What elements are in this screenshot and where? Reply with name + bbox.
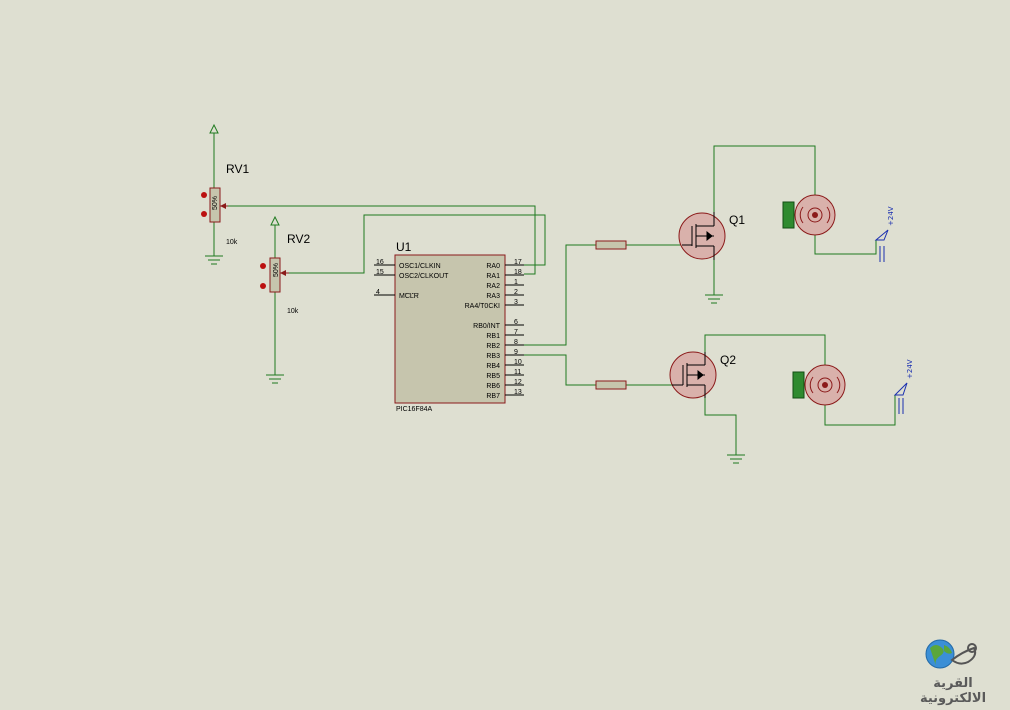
power-24v-1: +24V — [874, 206, 895, 262]
q2-mosfet[interactable]: Q2 — [669, 351, 745, 464]
power-terminal-icon — [270, 215, 280, 226]
u1-pin-name: RB3 — [486, 353, 500, 360]
u1-ref: U1 — [396, 240, 412, 254]
motor-1[interactable] — [782, 194, 836, 236]
u1-pin-name: RA1 — [486, 273, 500, 280]
u1-pin-number: 1 — [514, 279, 518, 286]
power-24v-2: +24V — [893, 359, 914, 414]
u1-pin-name: RA0 — [486, 263, 500, 270]
u1-pin-number: 18 — [514, 269, 522, 276]
u1-pin-name: RA3 — [486, 293, 500, 300]
u1-pin-number: 17 — [514, 259, 522, 266]
motor-2[interactable] — [792, 364, 846, 406]
u1-pin-name: RB7 — [486, 393, 500, 400]
supply-2-label: +24V — [906, 359, 914, 379]
u1-microcontroller[interactable]: U1 PIC16F84A 16OSC1/CLKIN15OSC2/CLKOUT4M… — [374, 240, 524, 413]
u1-pin-name: RB4 — [486, 363, 500, 370]
probe-dot-icon — [201, 211, 207, 217]
u1-pin-name: RB2 — [486, 343, 500, 350]
u1-pin-name: RB5 — [486, 373, 500, 380]
probe-dot-icon — [260, 283, 266, 289]
svg-text:50%: 50% — [212, 196, 219, 210]
gate-resistor-1[interactable] — [595, 240, 627, 250]
u1-part: PIC16F84A — [396, 406, 433, 413]
rv2-value: 10k — [287, 308, 299, 315]
svg-text:50%: 50% — [273, 263, 280, 277]
u1-pin-name: RA4/T0CKI — [465, 303, 500, 310]
u1-pin-name: OSC2/CLKOUT — [399, 273, 449, 280]
u1-pin-number: 13 — [514, 389, 522, 396]
u1-pin-number: 4 — [376, 289, 380, 296]
gate-resistor-2[interactable] — [595, 380, 627, 390]
u1-pin-number: 16 — [376, 259, 384, 266]
power-terminal-icon — [209, 123, 219, 134]
rv1-ref: RV1 — [226, 162, 249, 176]
u1-pin-name: RA2 — [486, 283, 500, 290]
u1-pin-name: RB0/INT — [473, 323, 501, 330]
rv1-potentiometer[interactable]: 50% RV1 10k — [201, 123, 249, 265]
ground-icon — [266, 374, 284, 384]
u1-pin-number: 10 — [514, 359, 522, 366]
wires — [213, 133, 896, 455]
motor-badge-icon — [792, 371, 805, 399]
logo-globe-icon — [925, 639, 977, 669]
ground-icon — [205, 255, 223, 265]
u1-pin-number: 15 — [376, 269, 384, 276]
logo-text: القرية الالكترونية — [919, 676, 987, 706]
probe-dot-icon — [201, 192, 207, 198]
u1-pin-number: 11 — [514, 369, 521, 376]
ground-icon — [727, 454, 745, 464]
u1-pin-name: OSC1/CLKIN — [399, 263, 441, 270]
u1-pin-name: RB1 — [486, 333, 500, 340]
u1-pin-number: 9 — [514, 349, 518, 356]
u1-pin-number: 7 — [514, 329, 518, 336]
supply-1-label: +24V — [887, 206, 895, 226]
u1-pin-name: MCLR — [399, 293, 419, 300]
u1-pin-number: 12 — [514, 379, 522, 386]
mosfet-symbol-icon — [682, 212, 715, 260]
u1-pin-name: RB6 — [486, 383, 500, 390]
probe-dot-icon — [260, 263, 266, 269]
rv1-value: 10k — [226, 239, 238, 246]
q2-ref: Q2 — [720, 353, 736, 367]
mosfet-symbol-icon — [672, 352, 706, 398]
rv2-potentiometer[interactable]: 50% RV2 10k — [260, 215, 310, 384]
u1-pin-number: 2 — [514, 289, 518, 296]
rv2-ref: RV2 — [287, 232, 310, 246]
ground-icon — [705, 294, 723, 304]
motor-badge-icon — [782, 201, 795, 229]
q1-ref: Q1 — [729, 213, 745, 227]
u1-pin-number: 3 — [514, 299, 518, 306]
u1-pin-number: 8 — [514, 339, 518, 346]
q1-mosfet[interactable]: Q1 — [678, 212, 745, 304]
u1-pin-number: 6 — [514, 319, 518, 326]
